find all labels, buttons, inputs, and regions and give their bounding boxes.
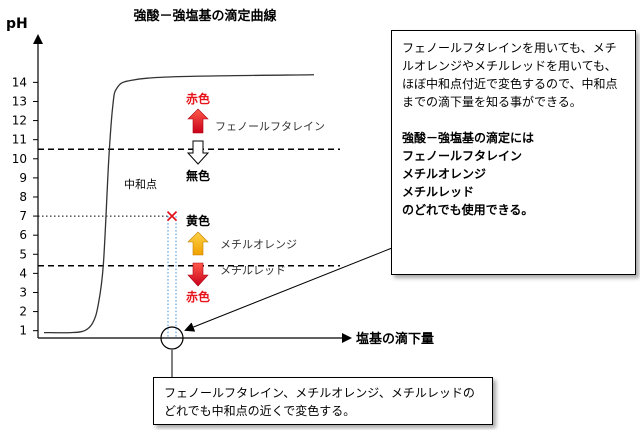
- note-top: フェノールフタレインを用いても、メチルオレンジやメチルレッドを用いても、ほぼ中和…: [391, 30, 636, 275]
- y-tick-label: 11: [12, 133, 27, 147]
- callout-pointer-top: [184, 247, 393, 332]
- y-tick-label: 3: [19, 285, 27, 299]
- arrow-down-white-icon: [186, 140, 210, 165]
- note-top-bold-1: 強酸－強塩基の滴定には: [402, 131, 535, 145]
- arrow-up-red-icon: [187, 108, 209, 134]
- y-tick-label: 1: [19, 324, 27, 338]
- note-top-bold-4: メチルレッド: [402, 185, 475, 199]
- indicator-label-methyl-orange: メチルオレンジ: [220, 238, 297, 251]
- y-tick-label: 7: [19, 209, 27, 223]
- cross-stroke: [166, 210, 178, 222]
- y-tick-label: 12: [12, 114, 27, 128]
- y-tick-label: 4: [19, 266, 27, 280]
- y-tick-label: 10: [12, 152, 27, 166]
- color-label-yellow: 黄色: [186, 213, 210, 228]
- note-top-bold-2: フェノールフタレイン: [402, 149, 523, 163]
- y-tick-label: 9: [19, 171, 27, 185]
- note-bottom: フェノールフタレイン、メチルオレンジ、メチルレッドのどれでも中和点の近くで変色す…: [153, 377, 493, 425]
- arrow-down-red-icon: [187, 262, 209, 287]
- note-top-plain: フェノールフタレインを用いても、メチルオレンジやメチルレッドを用いても、ほぼ中和…: [402, 41, 618, 109]
- y-tick-label: 2: [19, 305, 27, 319]
- y-tick-label: 8: [19, 190, 27, 204]
- reference-lines: [38, 148, 340, 338]
- equivalence-label: 中和点: [124, 178, 157, 191]
- note-bottom-text: フェノールフタレイン、メチルオレンジ、メチルレッドのどれでも中和点の近くで変色す…: [164, 386, 475, 418]
- equivalence-circle: [160, 326, 184, 350]
- y-axis-label: pH: [6, 16, 28, 32]
- equivalence-cross: [166, 210, 178, 222]
- color-label-red-bottom: 赤色: [186, 289, 210, 304]
- y-tick-label: 6: [19, 228, 27, 242]
- color-label-red-top: 赤色: [186, 91, 210, 106]
- indicator-label-methyl-red: メチルレッド: [220, 264, 286, 277]
- y-tick-label: 5: [19, 247, 27, 261]
- indicator-label-phenolphthalein: フェノールフタレイン: [215, 120, 325, 133]
- color-label-colorless: 無色: [186, 168, 210, 183]
- arrow-up-yellow-icon: [187, 231, 209, 256]
- y-tick-label: 13: [12, 94, 27, 108]
- chart-title: 強酸－強塩基の滴定曲線: [133, 8, 277, 24]
- note-top-bold-3: メチルオレンジ: [402, 167, 487, 181]
- x-axis-label: 塩基の滴下量: [356, 331, 434, 347]
- y-tick-label: 14: [12, 75, 27, 89]
- note-top-bold-5: のどれでも使用できる。: [402, 203, 534, 217]
- titration-curve: [43, 74, 315, 334]
